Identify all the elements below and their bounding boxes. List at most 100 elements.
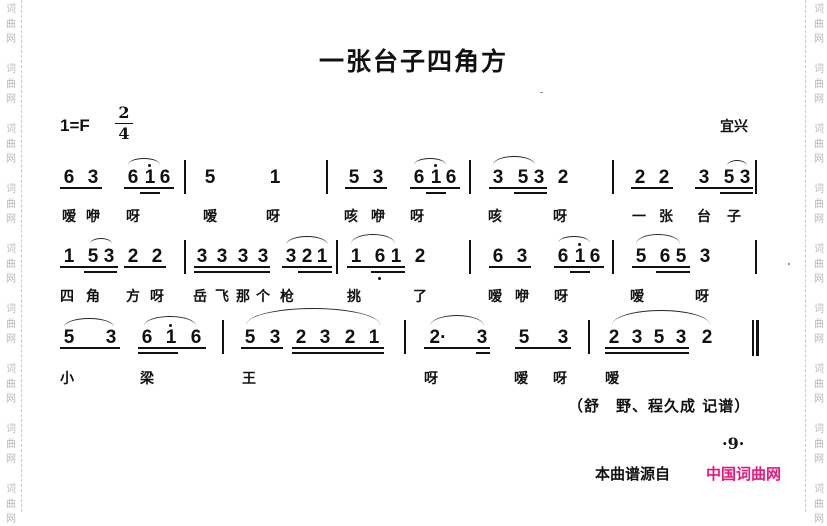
lyric: 呀 xyxy=(126,209,140,225)
note: 6 xyxy=(374,246,386,267)
high-octave-dot xyxy=(578,243,581,246)
note: 6 xyxy=(159,167,171,188)
note: 2 xyxy=(301,246,313,267)
note: 5 xyxy=(518,327,530,348)
underline xyxy=(605,347,689,349)
watermark-char: 词 xyxy=(814,4,824,15)
note: 2 xyxy=(295,327,307,348)
lyric: 呀 xyxy=(695,289,709,305)
lyric: 嗳 xyxy=(203,209,217,225)
lyric: 咳 xyxy=(488,209,502,225)
underline xyxy=(345,187,387,189)
underline xyxy=(138,347,206,349)
lyric: 咿 xyxy=(86,209,100,225)
note: 2 xyxy=(127,246,139,267)
lyric: 呀 xyxy=(553,209,567,225)
note: 6 xyxy=(659,246,671,267)
watermark-char: 词 xyxy=(6,304,16,315)
underline xyxy=(194,266,270,268)
lyric: 梁 xyxy=(140,371,154,387)
lyric: 角 xyxy=(86,289,100,305)
watermark-char: 曲 xyxy=(6,379,16,390)
watermark-char: 曲 xyxy=(6,19,16,30)
note: 3 xyxy=(269,327,281,348)
lyric: 小 xyxy=(60,371,74,387)
note: 5 xyxy=(244,327,256,348)
underline xyxy=(371,271,405,273)
time-signature-top: 2 xyxy=(118,103,130,122)
underline xyxy=(570,271,590,273)
watermark-char: 网 xyxy=(6,34,16,45)
note: 5 xyxy=(87,246,99,267)
note: 6 xyxy=(589,246,601,267)
watermark-char: 曲 xyxy=(6,259,16,270)
lyric: 嗳 xyxy=(605,371,619,387)
slur xyxy=(612,310,710,325)
note: 5 xyxy=(204,167,216,188)
speck xyxy=(540,92,543,93)
slur xyxy=(128,158,160,165)
underline xyxy=(410,187,460,189)
underline xyxy=(60,266,118,268)
slur xyxy=(414,158,446,165)
watermark-char: 词 xyxy=(6,4,16,15)
barline xyxy=(612,160,614,194)
note: 3 xyxy=(533,167,545,188)
barline xyxy=(612,240,614,274)
underline xyxy=(138,352,178,354)
watermark-char: 词 xyxy=(6,244,16,255)
note: 3 xyxy=(216,246,228,267)
underline xyxy=(292,347,384,349)
note: 3 xyxy=(699,246,711,267)
source-site-link[interactable]: 中国词曲网 xyxy=(706,465,782,483)
watermark-right: 词曲网词曲网词曲网词曲网词曲网词曲网词曲网词曲网词曲网 xyxy=(808,0,827,525)
note: 1 xyxy=(430,167,442,188)
note: 2 xyxy=(658,167,670,188)
lyric: 嗳 xyxy=(514,371,528,387)
note: 5 xyxy=(723,167,735,188)
note: 6 xyxy=(141,327,153,348)
time-signature-line xyxy=(115,123,133,124)
lyric: 张 xyxy=(659,209,673,225)
lyric: 了 xyxy=(413,289,427,305)
note: 1 xyxy=(368,327,380,348)
lyric: 咿 xyxy=(371,209,385,225)
barline xyxy=(588,320,590,354)
underline xyxy=(124,187,174,189)
note: 5 xyxy=(675,246,687,267)
note: 1 xyxy=(144,167,156,188)
underline xyxy=(194,271,270,273)
underline xyxy=(84,271,117,273)
underline xyxy=(554,266,604,268)
underline xyxy=(476,352,490,354)
watermark-char: 曲 xyxy=(6,439,16,450)
watermark-char: 网 xyxy=(6,454,16,465)
watermark-char: 网 xyxy=(814,394,824,405)
underline xyxy=(695,187,753,189)
page-number: ·9· xyxy=(722,434,745,453)
note: 2 xyxy=(557,167,569,188)
slur xyxy=(144,316,196,326)
underline xyxy=(292,352,384,354)
underline xyxy=(656,271,690,273)
lyric: 王 xyxy=(242,371,256,387)
watermark-char: 词 xyxy=(814,424,824,435)
note: 6 xyxy=(413,167,425,188)
watermark-char: 网 xyxy=(6,274,16,285)
note: 6 xyxy=(63,167,75,188)
note: 2 xyxy=(344,327,356,348)
note: 5 xyxy=(348,167,360,188)
watermark-char: 曲 xyxy=(814,259,824,270)
lyric: 飞 xyxy=(215,289,229,305)
note: 6 xyxy=(127,167,139,188)
lyric: 台 xyxy=(697,209,711,225)
slur xyxy=(90,238,112,244)
watermark-char: 网 xyxy=(814,214,824,225)
note: 2 xyxy=(701,327,713,348)
low-octave-dot xyxy=(378,277,381,280)
watermark-char: 网 xyxy=(814,334,824,345)
watermark-char: 曲 xyxy=(814,199,824,210)
note: 5 xyxy=(517,167,529,188)
watermark-char: 曲 xyxy=(6,499,16,510)
note: 3 xyxy=(257,246,269,267)
